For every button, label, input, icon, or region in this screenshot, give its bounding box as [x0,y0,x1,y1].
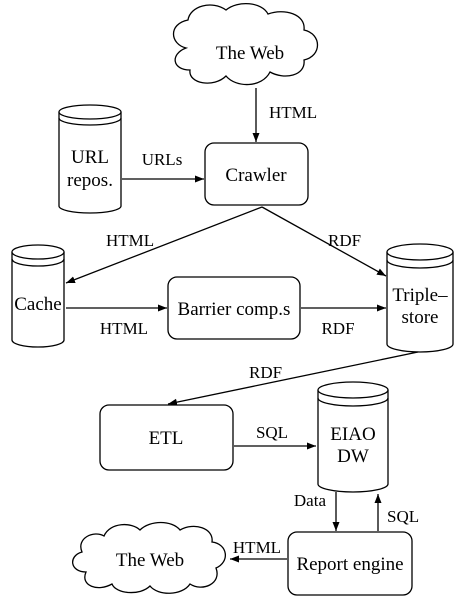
barrier-box: Barrier comp.s [167,276,301,340]
edge-crawler-to-triplestore: RDF [261,206,387,277]
edge-web-to-crawler: HTML [252,88,317,142]
url-repos-cylinder: URL repos. [58,104,122,214]
edge-label: RDF [328,231,361,250]
edge-barrier-to-triplestore: RDF [301,304,386,338]
edge-crawler-to-cache: HTML [65,206,263,284]
edge-report-to-dw: SQL [374,494,419,531]
triplestore-cylinder: Triple– store [386,243,454,353]
triplestore-label-line2: store [402,307,439,328]
edge-label: RDF [321,319,354,338]
crawler-box: Crawler [204,142,309,206]
report-engine-label: Report engine [296,554,403,575]
url-repos-label-line2: repos. [67,170,113,191]
eiao-dw-label-line2: DW [337,446,369,467]
edge-label: HTML [233,538,281,557]
cloud-icon [172,3,319,86]
edge-label: Data [294,491,327,510]
edge-label: SQL [387,507,419,526]
edge-dw-to-report: Data [294,491,340,531]
edge-label: SQL [256,423,288,442]
web-cloud-top: The Web [172,3,319,86]
cache-label: Cache [14,294,61,315]
edge-report-to-web: HTML [230,538,287,563]
edge-label: HTML [106,231,154,250]
etl-label: ETL [149,428,184,449]
eiao-dw-cylinder: EIAO DW [317,381,389,493]
edge-etl-to-dw: SQL [234,423,316,450]
etl-box: ETL [99,404,234,471]
edge-cache-to-barrier: HTML [66,304,167,338]
url-repos-label-line1: URL [71,147,109,168]
edge-label: HTML [269,103,317,122]
report-engine-box: Report engine [287,531,413,596]
web-bottom-label: The Web [116,550,184,571]
web-cloud-bottom: The Web [72,521,226,594]
edge-label: URLs [142,150,183,169]
web-top-label: The Web [216,43,284,64]
edge-label: HTML [100,319,148,338]
triplestore-label-line1: Triple– [392,285,448,306]
edge-label: RDF [249,363,282,382]
barrier-label: Barrier comp.s [178,299,291,320]
cloud-icon [72,521,226,594]
edge-triplestore-to-etl: RDF [167,351,419,406]
eiao-dw-label-line1: EIAO [330,424,375,445]
crawler-label: Crawler [225,165,287,186]
edge-repos-to-crawler: URLs [122,150,204,183]
cache-cylinder: Cache [11,244,65,348]
